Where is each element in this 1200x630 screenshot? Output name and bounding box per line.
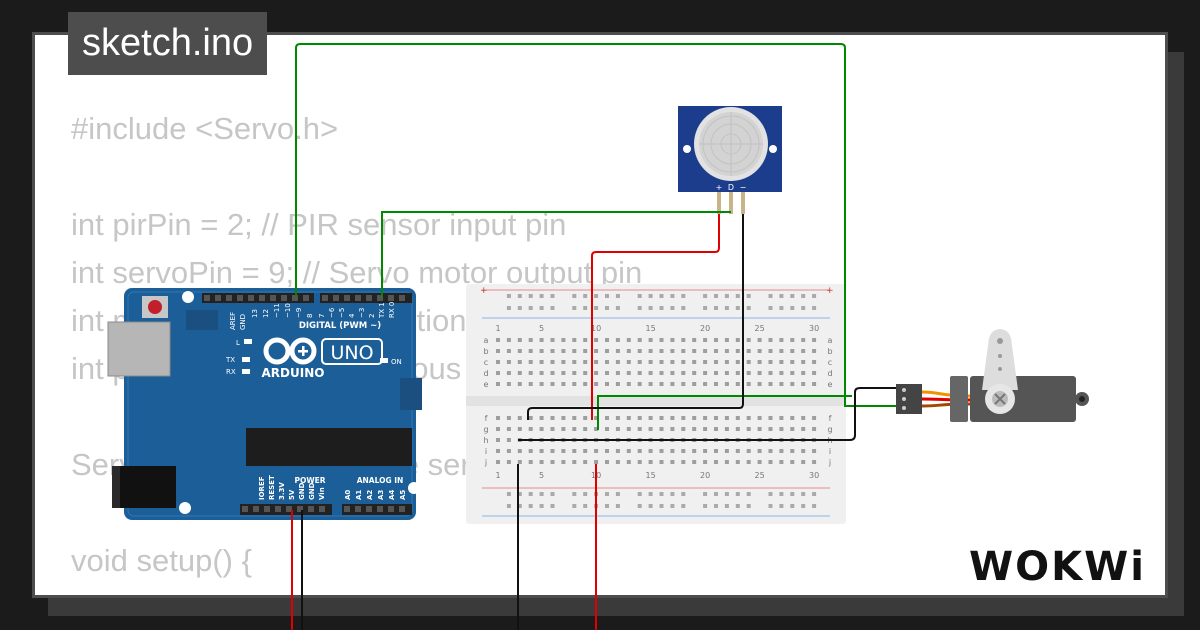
analog-pin-label: A2 [366,490,374,500]
power-pin-label: Vin [318,487,326,500]
code-line: int servoPin = 9; // Servo motor output … [71,255,643,290]
bb-column-number: 1 [495,324,500,333]
bb-column-number: 15 [646,471,656,480]
bb-row-label: i [829,447,831,456]
arduino-label: ARDUINO [262,366,325,380]
digital-pin-label: ~6 [328,307,336,318]
bb-row-label: i [485,447,487,456]
digital-pin-label: ~10 [284,303,292,318]
bb-column-number: 5 [539,471,544,480]
code-line: pinMode(pirPin, INPUT); // Initialize PI… [71,585,901,595]
bb-column-number: 30 [809,324,819,333]
power-pin-label: 5V [288,489,296,500]
digital-label: DIGITAL (PWM ~) [299,321,381,331]
power-pin-label: IOREF [258,476,266,500]
bb-column-number: 25 [755,471,765,480]
gnd-label: GND [239,314,247,330]
wires [291,43,896,630]
digital-pin-label: 13 [251,309,259,318]
analog-pin-label: A0 [344,490,352,500]
bb-column-number: 20 [700,471,710,480]
digital-pin-label: ~11 [273,303,281,318]
bb-column-number: 20 [700,324,710,333]
led-rx-label: RX [226,368,236,376]
uno-label: UNO [330,342,373,364]
wire-red-pir-vcc [591,214,720,420]
file-title: sketch.ino [68,12,268,75]
bb-row-label: c [828,358,832,367]
bb-row-label: f [485,414,488,423]
led-l-label: L [236,339,240,347]
bb-row-label: b [827,347,832,356]
wokwi-logo: WOKWi [969,544,1146,590]
bb-row-label: b [483,347,488,356]
analog-pin-label: A5 [399,490,407,500]
rail-plus-tr: + [826,286,834,296]
servo-motor[interactable] [896,329,1089,422]
usb-port [107,321,171,377]
microcontroller-chip [246,428,412,466]
code-line: int pirPin = 2; // PIR sensor input pin [71,207,567,242]
bb-row-label: d [827,369,832,378]
bb-row-label: a [828,336,833,345]
bb-row-label: g [483,425,488,434]
bb-column-number: 1 [495,471,500,480]
arduino-logo [263,337,383,365]
power-pin-label: RESET [268,475,276,500]
power-label: POWER [294,476,325,485]
digital-pin-label: ~3 [358,308,366,318]
bb-row-label: a [484,336,489,345]
digital-pin-label: 7 [318,314,326,318]
power-jack [112,466,176,508]
power-pin-label: GND [298,482,306,500]
digital-pin-label: 12 [262,309,270,318]
power-pin-label: 3.3V [278,482,286,500]
digital-pin-label: 8 [306,314,314,318]
wire-black-pir-gnd [527,214,744,420]
analog-pin-label: A1 [355,490,363,500]
bb-column-number: 25 [755,324,765,333]
led-on-label: ON [391,358,402,366]
pir-pin-minus: − [740,183,747,192]
bb-column-number: 30 [809,471,819,480]
arduino-uno[interactable]: UNO ARDUINO DIGITAL (PWM ~) POWER ANALOG… [107,288,422,520]
analog-pin-label: A3 [377,490,385,500]
header-digital-left [202,293,314,303]
bb-row-label: c [484,358,488,367]
digital-pin-label: ~9 [295,308,303,318]
aref-label: AREF [229,312,237,330]
bb-row-label: e [828,380,833,389]
bb-column-number: 5 [539,324,544,333]
bb-row-label: h [483,436,488,445]
bb-row-label: d [483,369,488,378]
digital-pin-label: TX 1 [378,302,386,319]
wire-green-servo-signal [295,43,896,407]
digital-pin-label: 4 [348,313,356,318]
digital-pin-label: ~5 [338,308,346,318]
pir-pin-plus: + [716,183,723,192]
digital-pin-label: 2 [368,314,376,318]
digital-pin-label: RX 0 [388,302,396,318]
wire-black-servo-gnd [518,387,896,441]
bb-row-label: f [829,414,832,423]
bb-row-label: j [828,458,831,467]
wire-green-pir-signal [381,211,731,296]
power-pin-label: GND [308,482,316,500]
rail-plus-tl: + [480,286,488,296]
analog-pin-label: A4 [388,490,396,500]
bb-row-label: e [484,380,489,389]
led-tx-label: TX [225,356,235,364]
pir-pin-d: D [728,183,734,192]
code-line: void setup() { [71,543,252,578]
pir-motion-sensor[interactable]: + D − [678,106,782,214]
code-line: #include <Servo.h> [71,111,339,146]
bb-column-number: 15 [646,324,656,333]
bb-row-label: g [827,425,832,434]
bb-column-number: 10 [591,324,601,333]
wire-green-bb [597,395,852,430]
bb-row-label: j [484,458,487,467]
analog-label: ANALOG IN [357,476,404,485]
